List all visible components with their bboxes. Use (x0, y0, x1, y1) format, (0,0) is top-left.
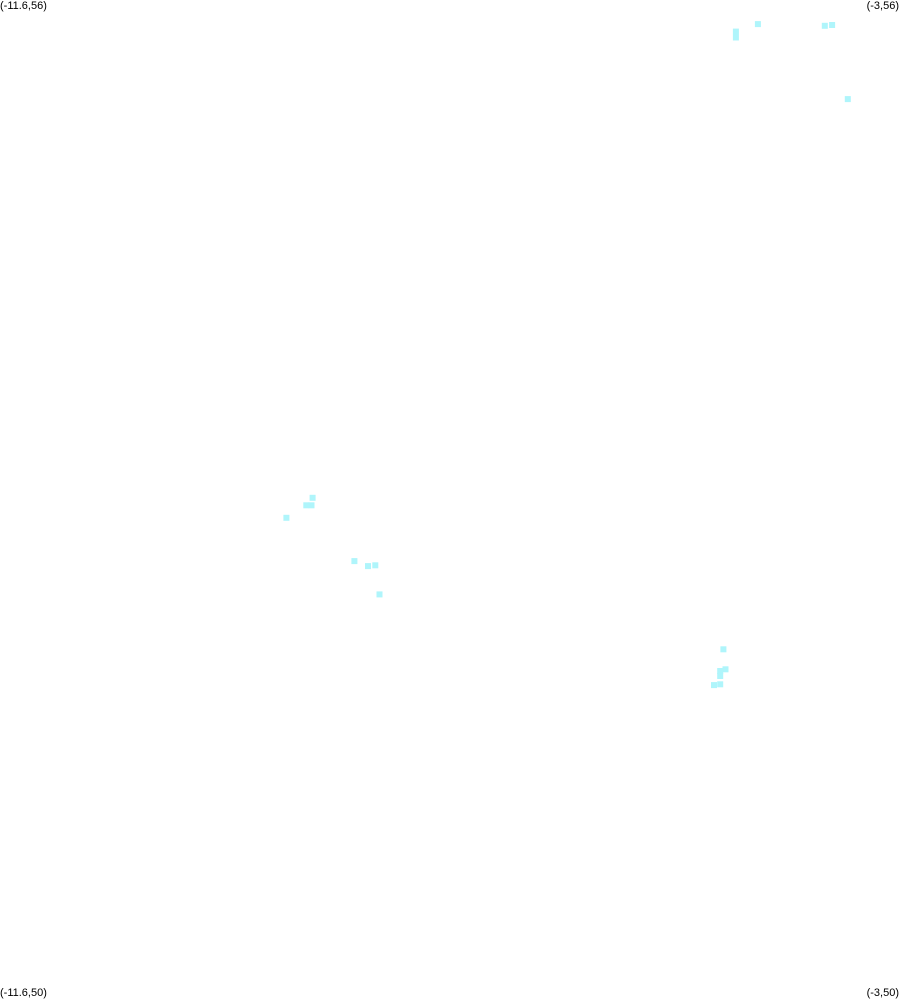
data-point-15 (722, 666, 729, 673)
data-point-9 (283, 514, 290, 521)
corner-label-bottom-right: (-3,50) (866, 987, 899, 999)
data-point-17 (717, 673, 724, 679)
data-point-11 (365, 563, 371, 570)
data-point-3 (821, 22, 828, 29)
corner-label-top-left: (-11.6,56) (0, 0, 47, 12)
data-point-4 (829, 22, 836, 28)
data-point-0 (754, 21, 761, 28)
data-point-5 (844, 96, 851, 103)
data-point-14 (720, 646, 727, 653)
data-point-10 (351, 558, 358, 565)
data-point-6 (309, 494, 316, 501)
data-point-8 (303, 502, 310, 509)
data-point-13 (376, 591, 383, 598)
data-point-16 (717, 668, 724, 674)
data-point-2 (732, 34, 739, 41)
data-point-19 (717, 681, 724, 688)
data-point-18 (711, 682, 717, 689)
corner-label-top-right: (-3,56) (866, 0, 899, 12)
data-point-1 (732, 28, 739, 35)
data-point-12 (372, 562, 379, 569)
data-point-7 (308, 502, 315, 509)
corner-label-bottom-left: (-11.6,50) (0, 987, 47, 999)
